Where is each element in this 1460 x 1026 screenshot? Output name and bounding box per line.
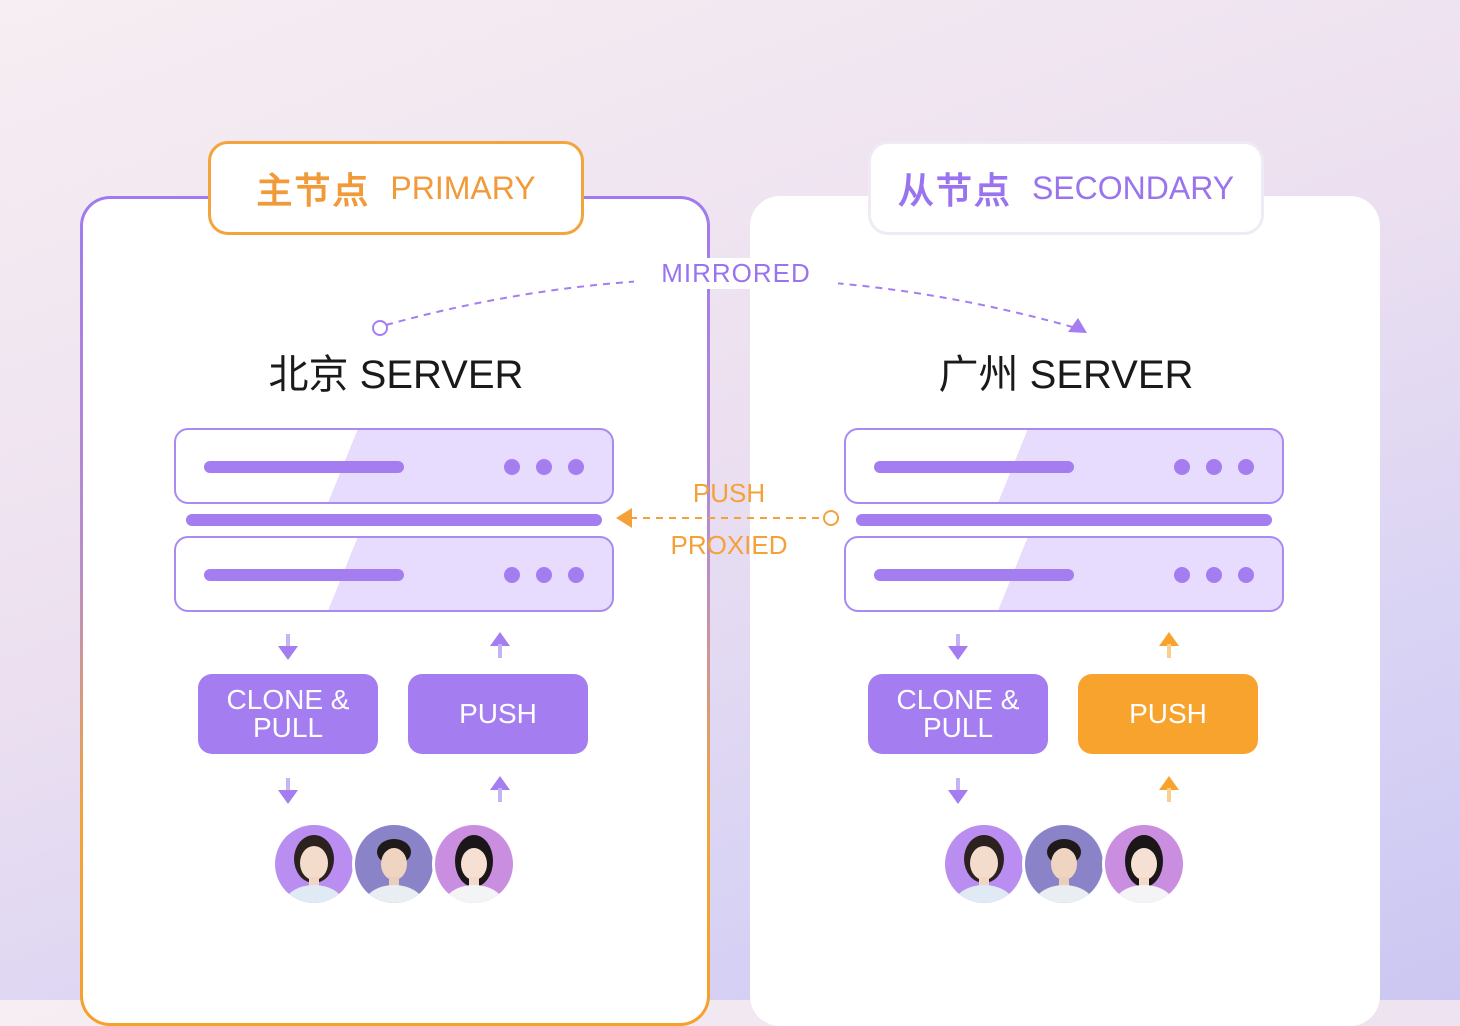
arrow-up-icon: [1159, 776, 1179, 802]
unit-led: [1174, 459, 1190, 475]
avatar-woman-icon: [942, 822, 1026, 906]
arrow-up-icon: [1159, 632, 1179, 658]
avatar-man-icon: [1022, 822, 1106, 906]
avatar-woman-icon: [1102, 822, 1186, 906]
primary-server-title: 北京 SERVER: [268, 353, 524, 397]
unit-led: [1238, 459, 1254, 475]
arrow-down-icon: [278, 778, 298, 804]
arrow-down-icon: [948, 778, 968, 804]
secondary-rack-bar: [856, 514, 1272, 526]
primary-tab-cn: 主节点: [256, 170, 371, 211]
unit-led: [1174, 567, 1190, 583]
avatar-woman-icon: [432, 822, 516, 906]
mirrored-label: MIRRORED: [634, 258, 838, 289]
proxied-label: PROXIED: [670, 530, 788, 560]
unit-led: [1238, 567, 1254, 583]
primary-server-unit-top: [174, 428, 614, 504]
primary-tab: 主节点 PRIMARY: [208, 141, 584, 235]
arrow-up-icon: [490, 776, 510, 802]
avatar-woman-icon: [272, 822, 356, 906]
arrow-up-icon: [490, 632, 510, 658]
unit-led: [1206, 567, 1222, 583]
unit-led: [504, 459, 520, 475]
unit-bar: [204, 569, 404, 581]
secondary-push-button[interactable]: PUSH: [1078, 674, 1258, 754]
primary-server-unit-bottom: [174, 536, 614, 612]
unit-led: [568, 459, 584, 475]
secondary-tab-en: SECONDARY: [1031, 169, 1235, 206]
secondary-clone-pull-button[interactable]: CLONE &PULL: [868, 674, 1048, 754]
unit-led: [504, 567, 520, 583]
secondary-server-title: 广州 SERVER: [938, 353, 1194, 397]
arrow-down-icon: [278, 634, 298, 660]
unit-led: [536, 567, 552, 583]
unit-led: [1206, 459, 1222, 475]
unit-led: [536, 459, 552, 475]
secondary-server-unit-top: [844, 428, 1284, 504]
arrow-down-icon: [948, 634, 968, 660]
avatar-man-icon: [352, 822, 436, 906]
unit-bar: [874, 461, 1074, 473]
primary-push-button[interactable]: PUSH: [408, 674, 588, 754]
unit-bar: [874, 569, 1074, 581]
secondary-server-unit-bottom: [844, 536, 1284, 612]
unit-led: [568, 567, 584, 583]
push-label: PUSH: [692, 478, 766, 508]
primary-rack-bar: [186, 514, 602, 526]
secondary-tab: 从节点 SECONDARY: [868, 141, 1264, 235]
secondary-tab-cn: 从节点: [897, 170, 1012, 211]
primary-clone-pull-button[interactable]: CLONE &PULL: [198, 674, 378, 754]
primary-tab-en: PRIMARY: [390, 169, 536, 206]
unit-bar: [204, 461, 404, 473]
